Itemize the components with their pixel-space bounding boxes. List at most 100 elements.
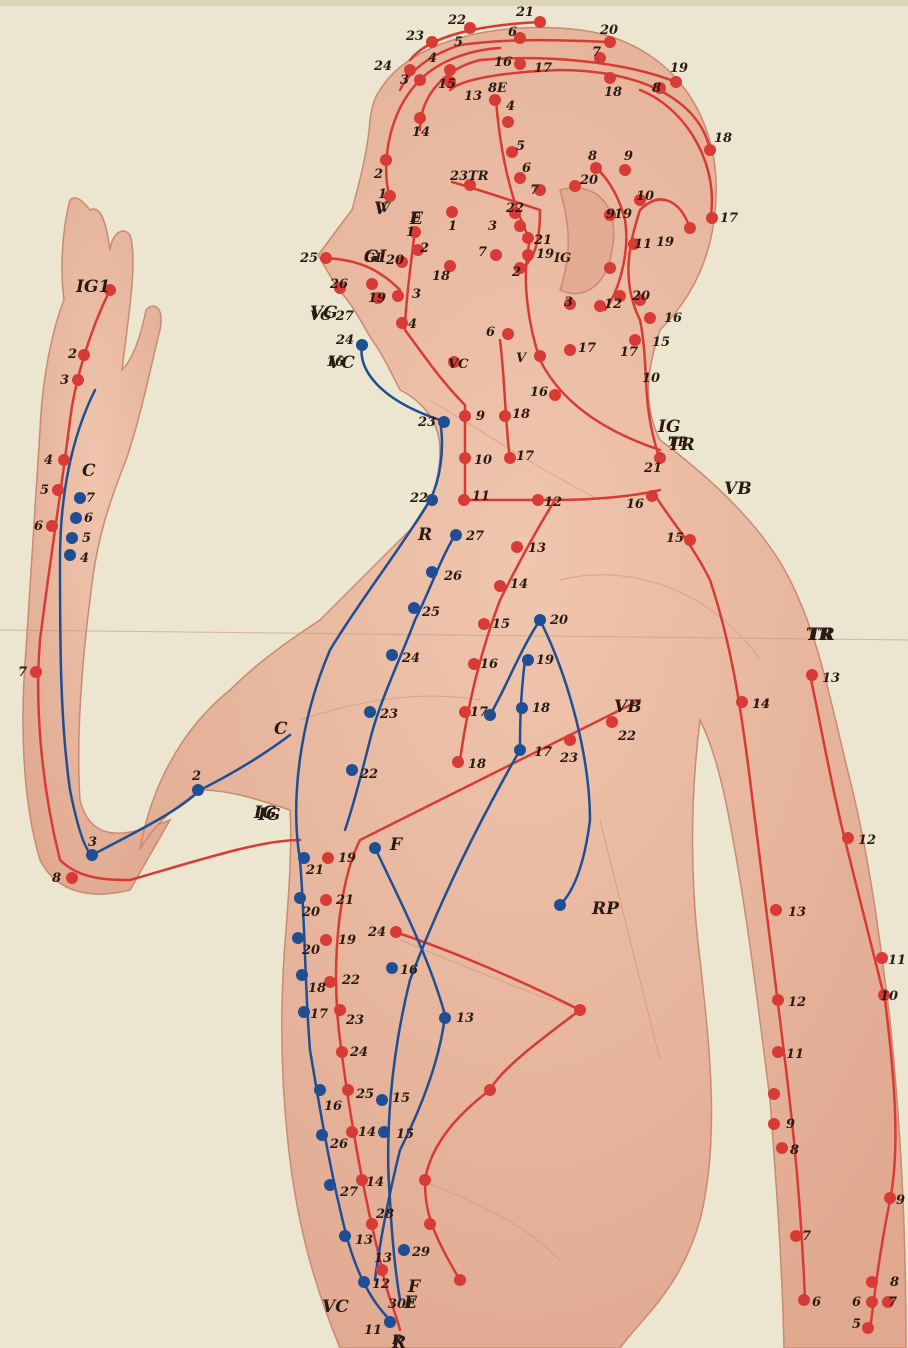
- meridian-label: RP: [591, 899, 620, 919]
- point-label: 12: [788, 995, 806, 1010]
- point-label: 4: [44, 453, 53, 468]
- blue-acupoint: [439, 1012, 451, 1024]
- point-label: 6: [522, 161, 531, 176]
- red-acupoint: [619, 164, 631, 176]
- point-label: 15: [438, 77, 456, 92]
- red-acupoint: [494, 580, 506, 592]
- point-label: 21: [335, 893, 354, 908]
- point-label: 9: [606, 207, 615, 222]
- point-label: 26: [329, 1137, 348, 1152]
- point-label: 23: [345, 1013, 364, 1028]
- point-label: 20: [301, 905, 320, 920]
- red-acupoint: [876, 952, 888, 964]
- point-label: 11: [786, 1047, 804, 1062]
- red-acupoint: [768, 1118, 780, 1130]
- point-label: 16: [626, 497, 644, 512]
- point-label: 16: [326, 355, 344, 370]
- blue-acupoint: [534, 614, 546, 626]
- point-label: E: [409, 211, 421, 226]
- blue-acupoint: [298, 1006, 310, 1018]
- point-label: 19: [368, 291, 386, 306]
- blue-acupoint: [358, 1276, 370, 1288]
- point-label: 7: [592, 45, 601, 60]
- red-acupoint: [706, 212, 718, 224]
- point-label: 5: [454, 35, 463, 50]
- red-acupoint: [770, 904, 782, 916]
- red-acupoint: [532, 494, 544, 506]
- point-label: 13: [528, 541, 546, 556]
- red-acupoint: [452, 756, 464, 768]
- point-label: 24: [401, 651, 420, 666]
- red-acupoint: [534, 16, 546, 28]
- point-label: 20: [301, 943, 320, 958]
- red-acupoint: [419, 1174, 431, 1186]
- red-acupoint: [58, 454, 70, 466]
- meridian-label: IG: [253, 803, 276, 823]
- blue-acupoint: [66, 532, 78, 544]
- red-acupoint: [446, 206, 458, 218]
- point-label: 10: [474, 453, 492, 468]
- blue-acupoint: [398, 1244, 410, 1256]
- blue-acupoint: [554, 899, 566, 911]
- point-label: 24: [335, 333, 354, 348]
- red-acupoint: [514, 220, 526, 232]
- red-acupoint: [866, 1296, 878, 1308]
- point-label: 15: [396, 1127, 414, 1142]
- point-label: 6: [508, 25, 517, 40]
- meridian-label: F: [389, 835, 404, 855]
- point-label: 17: [534, 61, 552, 76]
- blue-acupoint: [438, 416, 450, 428]
- red-acupoint: [414, 112, 426, 124]
- blue-acupoint: [324, 1179, 336, 1191]
- point-label: 6: [84, 511, 93, 526]
- point-label: 4: [506, 99, 515, 114]
- red-acupoint: [549, 389, 561, 401]
- red-acupoint: [66, 872, 78, 884]
- point-label: 2: [419, 241, 429, 256]
- red-acupoint: [484, 1084, 496, 1096]
- red-acupoint: [78, 349, 90, 361]
- point-label: 13: [456, 1011, 474, 1026]
- point-label: 22: [617, 729, 636, 744]
- red-acupoint: [72, 374, 84, 386]
- red-acupoint: [866, 1276, 878, 1288]
- point-label: 15: [652, 335, 670, 350]
- red-acupoint: [334, 1004, 346, 1016]
- point-label: 23: [417, 415, 436, 430]
- point-label: 11: [472, 489, 490, 504]
- body-silhouette: [23, 28, 906, 1348]
- red-acupoint: [392, 290, 404, 302]
- point-label: 5: [82, 531, 91, 546]
- point-label: 21: [643, 461, 662, 476]
- point-label: 18: [714, 131, 732, 146]
- point-label: 20: [549, 613, 568, 628]
- point-label: 1: [406, 225, 415, 240]
- blue-acupoint: [450, 529, 462, 541]
- point-label: 2: [373, 167, 383, 182]
- point-label: 16: [400, 963, 418, 978]
- blue-acupoint: [296, 969, 308, 981]
- point-label: 13: [788, 905, 806, 920]
- point-label: 7: [802, 1229, 811, 1244]
- red-acupoint: [522, 249, 534, 261]
- blue-acupoint: [514, 744, 526, 756]
- red-acupoint: [772, 1046, 784, 1058]
- red-acupoint: [490, 249, 502, 261]
- point-label: 7: [530, 183, 539, 198]
- point-label: 7: [86, 491, 95, 506]
- point-label: 5: [40, 483, 49, 498]
- red-acupoint: [768, 1088, 780, 1100]
- point-label: R: [391, 1333, 403, 1348]
- point-label: 19: [338, 851, 356, 866]
- point-label: 13: [822, 671, 840, 686]
- point-label: 30E: [388, 1297, 417, 1312]
- point-label: 16: [664, 311, 682, 326]
- point-label: 20: [631, 289, 650, 304]
- point-label: 6: [486, 325, 495, 340]
- meridian-label: C: [274, 719, 288, 739]
- red-acupoint: [424, 1218, 436, 1230]
- blue-acupoint: [378, 1126, 390, 1138]
- meridian-label: VB: [614, 697, 642, 717]
- red-acupoint: [564, 344, 576, 356]
